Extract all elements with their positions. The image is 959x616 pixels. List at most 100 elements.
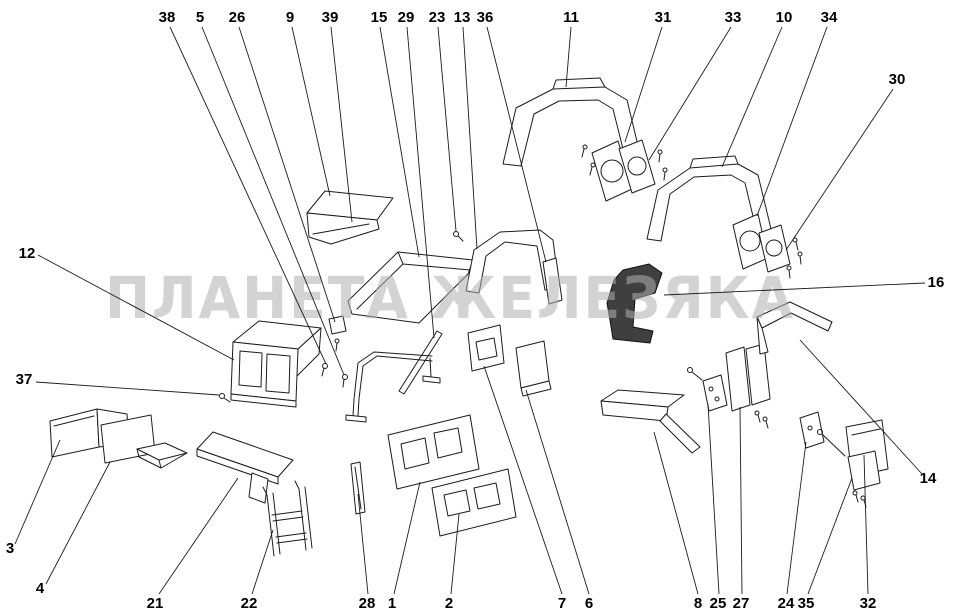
callout-10: 10 (721, 9, 793, 168)
leader-line-31 (624, 26, 663, 143)
leader-line-14 (799, 339, 923, 475)
part-number-7: 7 (558, 595, 566, 612)
leader-line-26 (238, 26, 336, 323)
callout-25: 25 (707, 403, 727, 612)
callout-2: 2 (445, 513, 460, 612)
part-number-11: 11 (563, 9, 579, 26)
parts-artwork (49, 77, 889, 557)
part-plate-24 (799, 411, 846, 457)
leader-line-21 (158, 477, 239, 595)
callout-21: 21 (147, 477, 239, 612)
part-number-37: 37 (16, 371, 33, 388)
part-panel-2 (431, 468, 517, 537)
leader-line-28 (357, 493, 369, 595)
callout-36: 36 (477, 9, 547, 263)
leader-line-7 (483, 365, 563, 595)
callout-35: 35 (798, 477, 853, 612)
part-plate-25 (687, 367, 728, 412)
callout-31: 31 (624, 9, 672, 143)
part-roof-panel-15 (347, 251, 474, 324)
part-number-25: 25 (710, 595, 727, 612)
callout-23: 23 (429, 9, 457, 232)
leader-line-34 (756, 26, 828, 217)
part-number-22: 22 (241, 595, 258, 612)
part-panel-4 (100, 414, 188, 469)
screw-37 (219, 393, 231, 403)
part-number-29: 29 (398, 9, 415, 26)
part-number-35: 35 (798, 595, 815, 612)
part-number-6: 6 (585, 595, 593, 612)
leader-line-27 (739, 406, 743, 595)
part-number-36: 36 (477, 9, 494, 26)
part-number-27: 27 (733, 595, 750, 612)
part-clamp-26 (328, 315, 347, 352)
part-number-4: 4 (36, 580, 45, 597)
leader-line-13 (462, 26, 478, 250)
leader-line-3 (14, 439, 61, 545)
part-number-13: 13 (454, 9, 471, 26)
leader-line-25 (707, 403, 720, 595)
part-number-3: 3 (6, 540, 14, 557)
part-number-24: 24 (778, 595, 795, 612)
callout-11: 11 (563, 9, 579, 88)
leader-line-29 (406, 26, 435, 339)
callout-22: 22 (241, 529, 274, 612)
leader-line-37 (35, 381, 220, 396)
leader-line-5 (201, 26, 345, 376)
part-frame-5 (345, 351, 441, 423)
part-number-39: 39 (322, 9, 339, 26)
callout-37: 37 (16, 371, 220, 396)
callout-15: 15 (371, 9, 420, 258)
part-shelf-21 (196, 431, 294, 504)
leader-line-8 (653, 431, 699, 595)
callout-16: 16 (663, 274, 944, 296)
callout-33: 33 (648, 9, 742, 161)
part-frame-7 (467, 324, 505, 372)
leader-line-16 (663, 282, 926, 296)
callout-27: 27 (733, 406, 750, 612)
callout-3: 3 (6, 439, 61, 557)
callout-34: 34 (756, 9, 838, 217)
part-number-33: 33 (725, 9, 742, 26)
leader-line-32 (863, 454, 869, 595)
leader-line-38 (169, 26, 327, 365)
leader-line-12 (37, 254, 235, 361)
callout-12: 12 (19, 245, 235, 361)
leader-line-39 (330, 26, 353, 223)
callout-24: 24 (778, 441, 807, 612)
callout-28: 28 (357, 493, 375, 612)
part-number-26: 26 (229, 9, 246, 26)
leader-line-30 (785, 88, 894, 251)
callout-13: 13 (454, 9, 478, 250)
leader-line-1 (393, 481, 421, 595)
leader-line-10 (721, 26, 783, 168)
part-strip-36 (542, 257, 563, 305)
callout-7: 7 (483, 365, 566, 612)
part-number-2: 2 (445, 595, 453, 612)
leader-line-22 (251, 529, 274, 595)
part-number-34: 34 (821, 9, 838, 26)
part-step-bracket-16 (606, 263, 663, 344)
part-ladder-22 (262, 480, 313, 557)
callout-8: 8 (653, 431, 702, 612)
callout-39: 39 (322, 9, 353, 223)
screw-23 (453, 231, 464, 242)
callout-30: 30 (785, 71, 906, 251)
part-number-14: 14 (920, 470, 937, 487)
callout-6: 6 (525, 389, 593, 612)
part-number-8: 8 (694, 595, 702, 612)
part-bracket-6 (515, 340, 552, 397)
part-number-30: 30 (889, 71, 906, 88)
leader-line-9 (291, 26, 331, 197)
part-number-31: 31 (655, 9, 672, 26)
part-number-23: 23 (429, 9, 446, 26)
part-rod-29 (398, 330, 443, 395)
part-number-5: 5 (196, 9, 204, 26)
part-panel-1 (387, 414, 480, 490)
part-panel-8 (600, 389, 701, 454)
leader-line-4 (45, 461, 111, 585)
leader-line-33 (648, 26, 732, 161)
part-number-10: 10 (776, 9, 793, 26)
